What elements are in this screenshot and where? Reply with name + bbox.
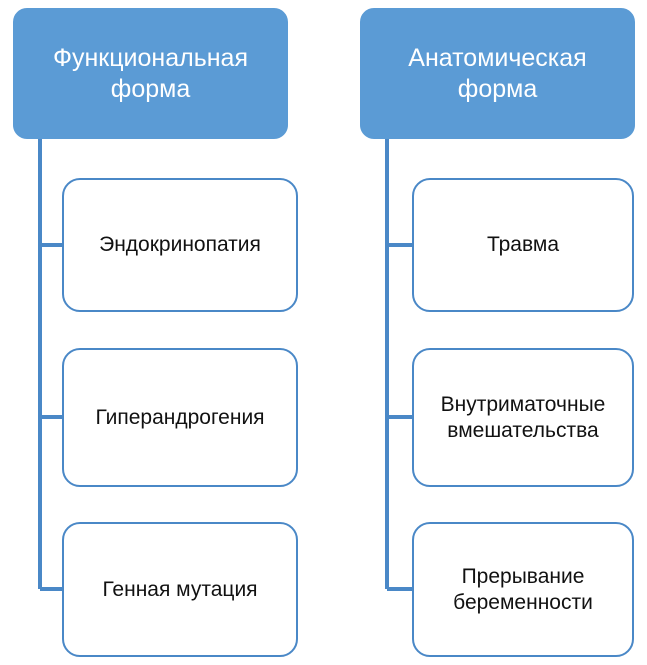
root-node-anatomical-label: Анатомическая форма [408,44,587,103]
child-node-gene-mutation-label: Генная мутация [102,577,258,601]
root-node-functional-label: Функциональная форма [52,44,248,103]
child-node-trauma[interactable]: Травма [412,178,634,312]
child-node-termination-label: Прерывание беременности [453,564,593,614]
child-node-termination[interactable]: Прерывание беременности [412,522,634,657]
child-node-endocrinopathy[interactable]: Эндокринопатия [62,178,298,312]
connector-group-functional [38,139,63,591]
child-node-endocrinopathy-label: Эндокринопатия [99,233,261,257]
child-node-hyperandrogenism[interactable]: Гиперандрогения [62,348,298,487]
child-node-hyperandrogenism-label: Гиперандрогения [95,405,265,429]
connector-group-anatomical [385,139,413,591]
root-node-anatomical[interactable]: Анатомическая форма [360,8,635,139]
child-node-gene-mutation[interactable]: Генная мутация [62,522,298,657]
child-node-intrauterine-label: Внутриматочные вмешательства [440,392,606,442]
child-node-trauma-label: Травма [486,233,560,257]
child-node-intrauterine[interactable]: Внутриматочные вмешательства [412,348,634,487]
root-node-functional[interactable]: Функциональная форма [13,8,288,139]
